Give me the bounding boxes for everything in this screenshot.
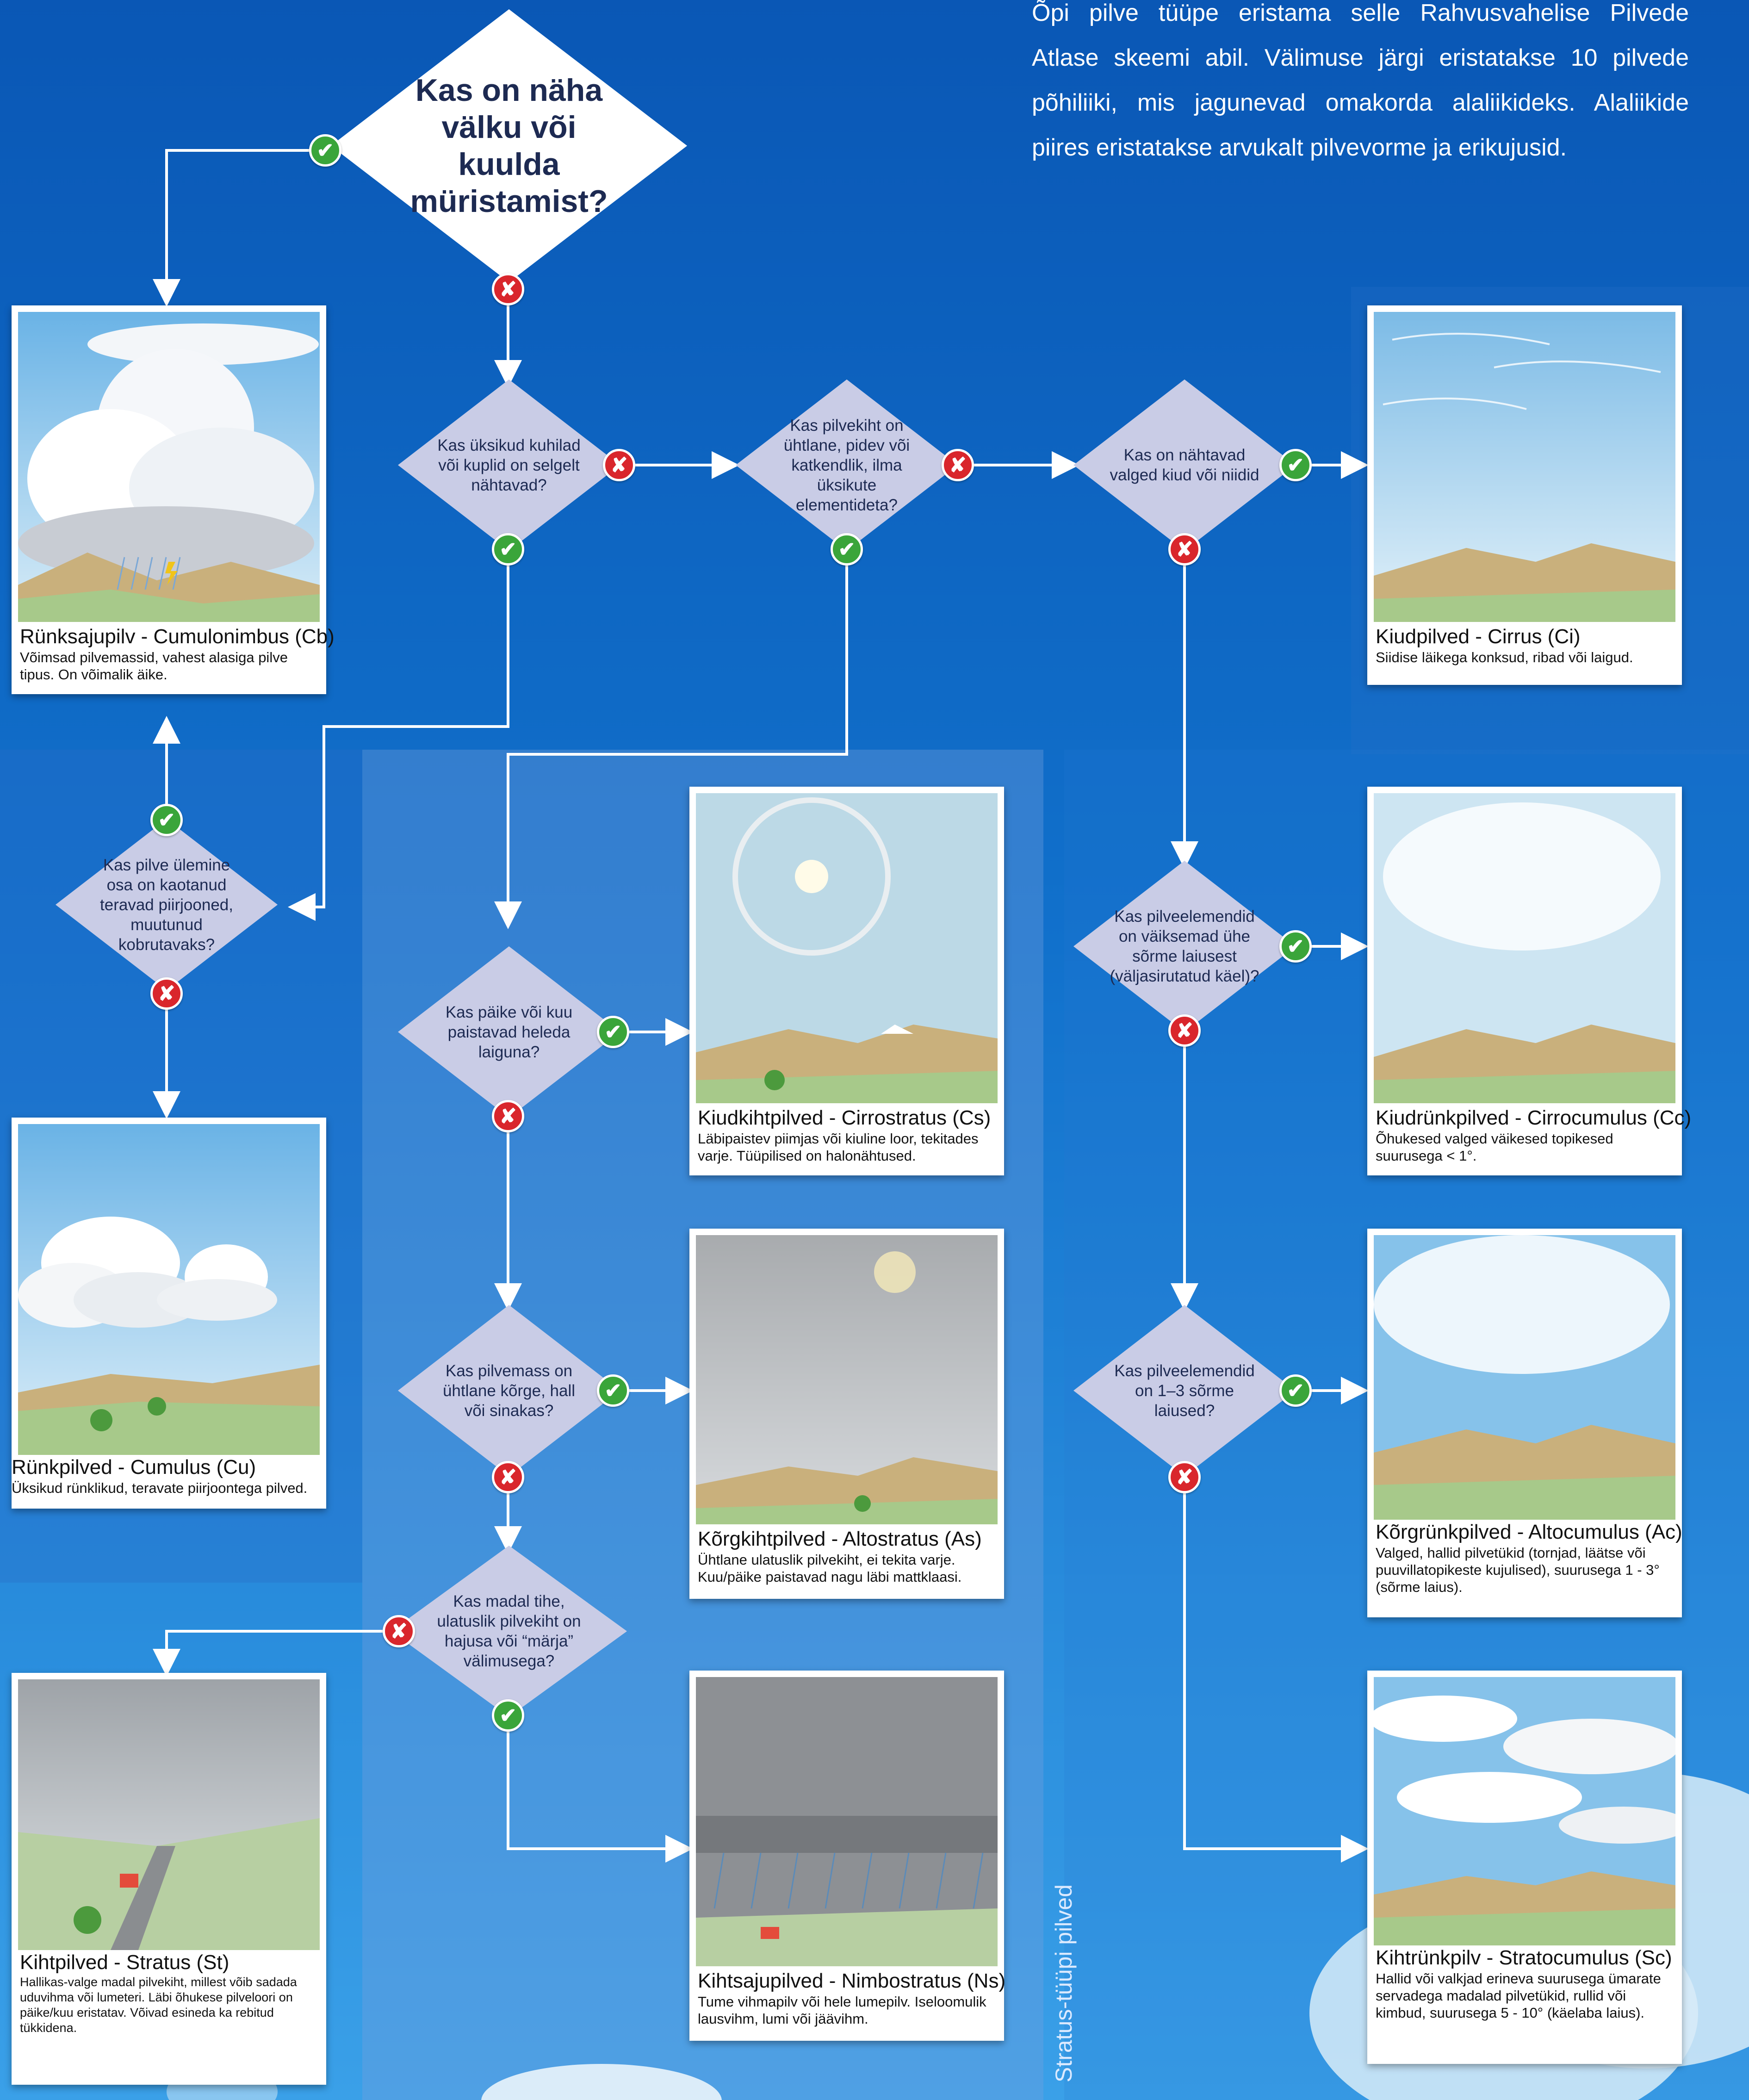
check-icon: ✔ <box>492 1699 524 1732</box>
card-cirrostratus-title: Kiudkihtpilved - Cirrostratus (Cs) <box>698 1106 991 1129</box>
question-low: Kas madal tihe, ulatuslik pilvekiht on h… <box>391 1546 627 1717</box>
question-lightning-text: Kas on näha välku või kuulda müristamist… <box>410 73 608 219</box>
card-cumulonimbus: Rünksajupilv - Cumulonimbus (Cb) Võimsad… <box>12 305 335 694</box>
card-altocumulus-title: Kõrgrünkpilved - Altocumulus (Ac) <box>1376 1521 1682 1543</box>
card-nimbostratus-desc: Tume vihmapilv või hele lumepilv. Iseloo… <box>698 1994 986 2027</box>
check-icon: ✔ <box>597 1374 629 1407</box>
stratocumulus-image <box>1374 1677 1675 1945</box>
card-stratocumulus-title: Kihtrünkpilv - Stratocumulus (Sc) <box>1376 1946 1672 1969</box>
cross-icon: ✘ <box>492 1100 524 1132</box>
question-small-text: Kas pilveelemendid on väiksemad ühe sõrm… <box>1110 907 1259 985</box>
question-mass: Kas pilvemass on ühtlane kõrge, hall või… <box>398 1305 620 1476</box>
question-uniform-text: Kas pilvekiht on ühtlane, pidev või katk… <box>783 416 910 514</box>
intro-line-2: Atlase skeemi abil. Välimuse järgi erist… <box>1032 44 1689 71</box>
card-stratocumulus-desc: Hallid või valkjad erineva suurusega üma… <box>1376 1970 1661 2021</box>
card-cumulonimbus-desc: Võimsad pilvemassid, vahest alasiga pilv… <box>20 649 288 683</box>
stratus-image <box>18 1679 320 1950</box>
cumulus-image <box>18 1124 320 1455</box>
stratus-side-label: Stratus-tüüpi pilved <box>1051 1884 1077 2082</box>
question-low-text: Kas madal tihe, ulatuslik pilvekiht on h… <box>437 1592 581 1670</box>
card-cirrus: Kiudpilved - Cirrus (Ci) Siidise läikega… <box>1367 305 1682 685</box>
check-icon: ✔ <box>1279 1374 1312 1407</box>
cumulonimbus-image <box>18 312 320 622</box>
question-lightning: Kas on näha välku või kuulda müristamist… <box>331 9 687 282</box>
check-icon: ✔ <box>1279 930 1312 963</box>
cirrus-image <box>1374 312 1675 622</box>
question-fibers-text: Kas on nähtavad valged kiud või niidid <box>1110 446 1259 484</box>
card-cumulus-desc: Üksikud rünklikud, teravate piirjoontega… <box>12 1480 308 1496</box>
check-icon: ✔ <box>831 533 863 565</box>
cross-icon: ✘ <box>1168 1014 1201 1047</box>
card-cumulus-title: Rünkpilved - Cumulus (Cu) <box>12 1456 256 1479</box>
check-icon: ✔ <box>309 134 341 167</box>
card-cirrus-title: Kiudpilved - Cirrus (Ci) <box>1376 625 1581 648</box>
card-altostratus: Kõrgkihtpilved - Altostratus (As) Ühtlan… <box>689 1229 1004 1599</box>
card-stratus-desc: Hallikas-valge madal pilvekiht, millest … <box>20 1975 297 2035</box>
question-small: Kas pilveelemendid on väiksemad ühe sõrm… <box>1073 861 1296 1032</box>
card-cirrocumulus: Kiudrünkpilved - Cirrocumulus (Cc) Õhuke… <box>1367 787 1692 1175</box>
card-stratus: Kihtpilved - Stratus (St) Hallikas-valge… <box>12 1673 326 2085</box>
question-finger-text: Kas pilveelemendid on 1–3 sõrme laiused? <box>1114 1361 1255 1420</box>
cross-icon: ✘ <box>942 449 974 481</box>
card-altostratus-desc: Ühtlane ulatuslik pilvekiht, ei tekita v… <box>698 1552 962 1585</box>
cross-icon: ✘ <box>492 1461 524 1493</box>
card-cirrus-desc: Siidise läikega konksud, ribad või laigu… <box>1376 649 1633 665</box>
card-nimbostratus-title: Kihtsajupilved - Nimbostratus (Ns) <box>698 1970 1006 1992</box>
cirrostratus-image <box>696 793 998 1103</box>
cross-icon: ✘ <box>603 449 635 481</box>
question-heaps-text: Kas üksikud kuhilad või kuplid on selgel… <box>437 436 581 494</box>
question-sun-text: Kas päike või kuu paistavad heleda laigu… <box>445 1003 573 1061</box>
cross-icon: ✘ <box>1168 533 1201 565</box>
question-mass-text: Kas pilvemass on ühtlane kõrge, hall või… <box>442 1361 576 1420</box>
question-top: Kas pilve ülemine osa on kaotanud terava… <box>56 819 278 990</box>
intro-line-4: piires eristatakse arvukalt pilvevorme j… <box>1032 134 1567 161</box>
card-altocumulus: Kõrgrünkpilved - Altocumulus (Ac) Valged… <box>1367 1229 1682 1617</box>
card-cirrocumulus-desc: Õhukesed valged väikesed topikesed suuru… <box>1376 1131 1613 1164</box>
check-icon: ✔ <box>597 1016 629 1048</box>
card-cirrocumulus-title: Kiudrünkpilved - Cirrocumulus (Cc) <box>1376 1106 1692 1129</box>
check-icon: ✔ <box>492 533 524 565</box>
cross-icon: ✘ <box>492 273 524 305</box>
card-cumulonimbus-title: Rünksajupilv - Cumulonimbus (Cb) <box>20 625 335 648</box>
cirrocumulus-image <box>1374 793 1675 1103</box>
card-cirrostratus: Kiudkihtpilved - Cirrostratus (Cs) Läbip… <box>689 787 1004 1175</box>
card-altostratus-title: Kõrgkihtpilved - Altostratus (As) <box>698 1528 982 1550</box>
altostratus-image <box>696 1235 998 1524</box>
card-cumulus: Rünkpilved - Cumulus (Cu) Üksikud rünkli… <box>12 1118 326 1509</box>
question-finger: Kas pilveelemendid on 1–3 sõrme laiused? <box>1073 1305 1296 1476</box>
card-altocumulus-desc: Valged, hallid pilvetükid (tornjad, läät… <box>1376 1545 1660 1595</box>
check-icon: ✔ <box>1279 449 1312 481</box>
question-sun: Kas päike või kuu paistavad heleda laigu… <box>398 946 620 1118</box>
nimbostratus-image <box>696 1677 998 1966</box>
cross-icon: ✘ <box>150 977 183 1010</box>
intro-line-1: Õpi pilve tüüpe eristama selle Rahvusvah… <box>1032 0 1689 26</box>
question-fibers: Kas on nähtavad valged kiud või niidid <box>1073 379 1296 551</box>
question-heaps: Kas üksikud kuhilad või kuplid on selgel… <box>398 379 620 551</box>
card-nimbostratus: Kihtsajupilved - Nimbostratus (Ns) Tume … <box>689 1671 1006 2041</box>
cross-icon: ✘ <box>1168 1461 1201 1493</box>
card-cirrostratus-desc: Läbipaistev piimjas või kiuline loor, te… <box>698 1131 979 1164</box>
intro-text: Õpi pilve tüüpe eristama selle Rahvusvah… <box>1032 0 1689 170</box>
cross-icon: ✘ <box>383 1615 415 1647</box>
question-uniform: Kas pilvekiht on ühtlane, pidev või katk… <box>736 379 958 551</box>
card-stratus-title: Kihtpilved - Stratus (St) <box>20 1951 229 1974</box>
check-icon: ✔ <box>150 804 183 836</box>
card-stratocumulus: Kihtrünkpilv - Stratocumulus (Sc) Hallid… <box>1367 1671 1682 2064</box>
question-top-text: Kas pilve ülemine osa on kaotanud terava… <box>100 856 233 954</box>
altocumulus-image <box>1374 1235 1675 1520</box>
intro-line-3: põhiliiki, mis jagunevad omakorda alalii… <box>1032 89 1689 116</box>
